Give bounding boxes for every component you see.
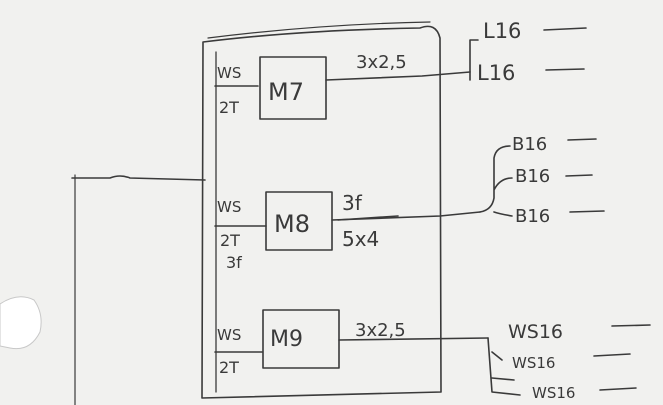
panel-m7-output-2: L16 bbox=[477, 61, 515, 85]
output-dashes bbox=[543, 27, 651, 391]
panel-m8-output-3: B16 bbox=[515, 206, 550, 227]
panel-m7-label-bottom: 2T bbox=[219, 98, 239, 117]
panel-m9-box-label: M9 bbox=[270, 327, 303, 352]
panel-m9-cable-label: 3x2,5 bbox=[355, 320, 406, 341]
enclosure-top-lip bbox=[207, 21, 431, 39]
enclosure bbox=[201, 25, 442, 399]
panel-m8-output-2: B16 bbox=[515, 166, 550, 187]
panel-m8-bracket bbox=[479, 145, 513, 217]
panel-m8-cable-label-bottom: 5x4 bbox=[342, 227, 379, 251]
panel-m8-cable-label-top: 3f bbox=[342, 191, 363, 215]
panel-m8-label-extra: 3f bbox=[226, 253, 242, 272]
panel-m9-output-1: WS16 bbox=[508, 321, 563, 343]
panel-m7-output-1: L16 bbox=[483, 19, 521, 43]
panel-m7-cable-label: 3x2,5 bbox=[356, 52, 407, 73]
panel-m9-label-bottom: 2T bbox=[219, 358, 239, 377]
panel-m7-label-top: WS bbox=[217, 64, 241, 82]
panel-m9-cable bbox=[338, 337, 489, 341]
panel-m7-cable bbox=[325, 71, 471, 81]
panel-m8-cable-rule bbox=[337, 215, 399, 221]
punched-hole bbox=[0, 296, 42, 350]
panel-m9-output-2: WS16 bbox=[512, 354, 555, 372]
panel-m7-box-label: M7 bbox=[268, 78, 304, 106]
panel-m9-output-3: WS16 bbox=[532, 384, 575, 402]
panel-m8-label-top: WS bbox=[217, 198, 241, 216]
panel-m8-output-1: B16 bbox=[512, 134, 547, 155]
panel-m8-box bbox=[265, 191, 333, 251]
panel-m8-label-bottom: 2T bbox=[220, 231, 240, 250]
panel-m8-box-label: M8 bbox=[274, 210, 310, 238]
panel-m7-bracket bbox=[469, 39, 479, 81]
feed-line bbox=[71, 175, 206, 181]
panel-m9-label-top: WS bbox=[217, 326, 241, 344]
panel-m9-box bbox=[262, 309, 340, 369]
panel-m7-box bbox=[259, 56, 327, 120]
panel-m9-bracket bbox=[487, 337, 521, 396]
